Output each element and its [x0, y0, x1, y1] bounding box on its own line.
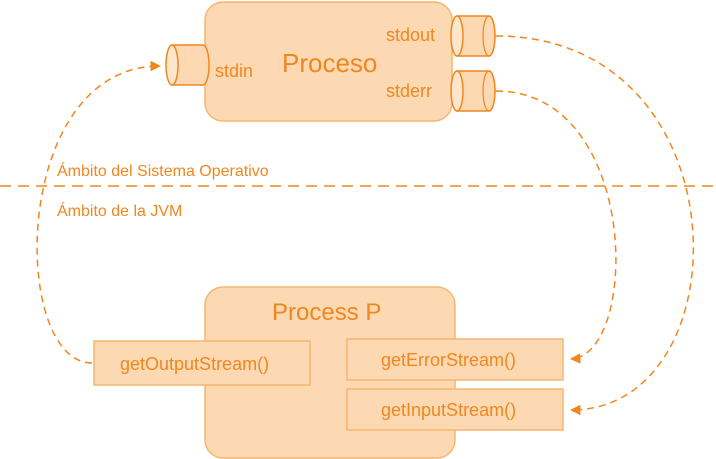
os-process-title: Proceso — [282, 48, 377, 78]
stdout-label: stdout — [386, 25, 435, 45]
os-scope-label: Ámbito del Sistema Operativo — [57, 161, 269, 180]
error-stream-box — [346, 338, 564, 381]
output-to-stdin-arrow — [36, 60, 162, 364]
input-stream-label: getInputStream() — [381, 400, 516, 420]
java-process-title: Process P — [272, 299, 381, 326]
stderr-pipe-icon — [450, 70, 496, 112]
output-stream-box — [93, 340, 311, 386]
stdout-pipe-icon — [450, 15, 496, 57]
input-stream-box — [346, 388, 564, 431]
error-stream-label: getErrorStream() — [381, 350, 516, 370]
stdin-label: stdin — [215, 61, 253, 81]
stderr-label: stderr — [386, 81, 432, 101]
stdout-to-input-stream-arrow — [495, 35, 695, 416]
output-stream-label: getOutputStream() — [120, 354, 269, 374]
stderr-to-error-stream-arrow — [495, 90, 617, 364]
stdin-pipe-icon — [165, 44, 210, 86]
jvm-scope-label: Ámbito de la JVM — [57, 201, 182, 220]
